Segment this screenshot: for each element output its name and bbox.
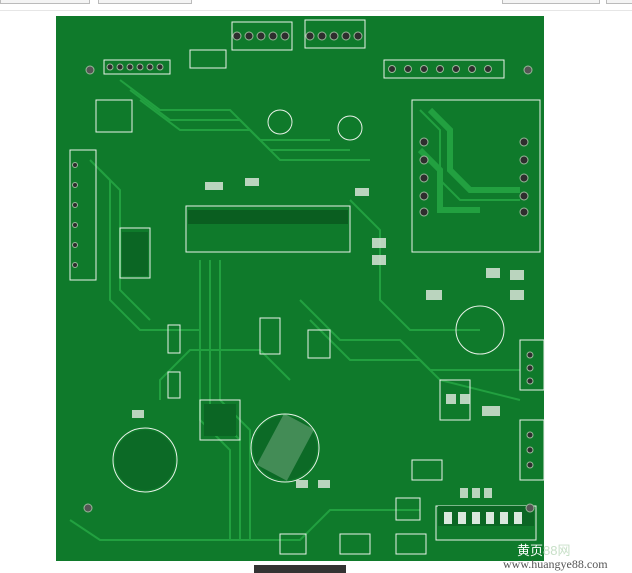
toolbar-button[interactable] <box>606 0 632 4</box>
watermark-url: www.huangye88.com <box>503 557 608 571</box>
smd-parts <box>132 178 524 524</box>
solid-components <box>115 210 534 526</box>
toolbar-button[interactable] <box>98 0 192 4</box>
watermark-brand-text: 黄页 <box>517 543 544 558</box>
watermark-brand-number: 88网 <box>543 543 571 558</box>
bottom-tab[interactable] <box>254 565 346 573</box>
silkscreen <box>69 19 545 555</box>
browser-toolbar-strip <box>0 0 632 11</box>
watermark-brand: 黄页88网 <box>517 540 570 559</box>
toolbar-button[interactable] <box>502 0 600 4</box>
toolbar-input[interactable] <box>0 0 90 4</box>
copper-traces <box>69 79 521 541</box>
pads-and-holes <box>72 31 535 513</box>
